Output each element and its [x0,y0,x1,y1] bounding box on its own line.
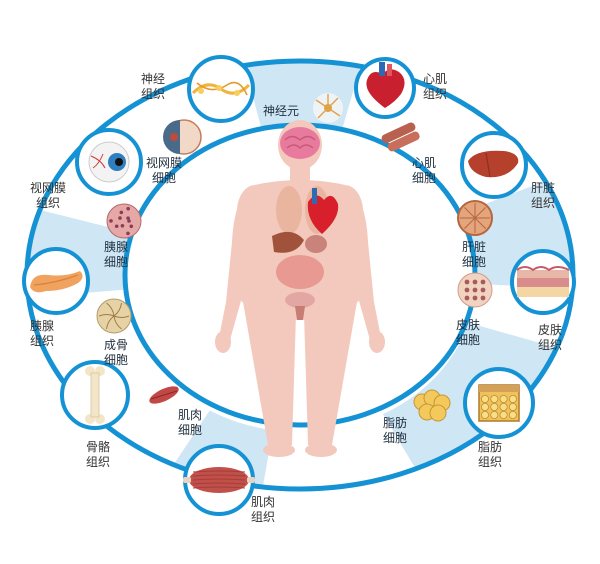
skin-cell-icon [457,272,493,308]
lung-left-icon [276,186,302,234]
tissue-label-skin: 皮肤 组织 [538,323,563,352]
cell-label-skincell: 皮肤 细胞 [456,318,481,347]
pancreatic-cell-icon [106,203,142,239]
neuron-icon [313,93,343,123]
cell-label-osteoblast: 成骨 细胞 [104,338,129,367]
organ-liver-icon [272,231,304,253]
human-body-figure [215,120,385,457]
tissue-pancreas [22,247,90,315]
tissue-label-cardiac: 心肌 组织 [423,72,448,101]
tissue-bone [60,360,130,430]
fat-cell-cluster-icon [413,389,451,422]
cell-label-pancreatic: 胰腺 细胞 [104,240,129,269]
cell-icons [96,93,493,422]
cell-label-adipocyte: 脂肪 细胞 [383,416,408,445]
heart-icon [366,62,405,108]
liver-icon [468,150,519,178]
tissue-label-muscle: 肌肉 组织 [251,495,276,524]
organ-stomach-icon [305,235,327,253]
tissue-label-fat: 脂肪 组织 [478,440,503,469]
skin-layers-icon [516,266,570,297]
eyeball-icon [88,141,130,183]
tissue-muscle [183,444,255,516]
organ-intestine-icon [276,255,324,289]
hepatocyte-icon [457,200,493,236]
fat-tissue-block-icon [478,384,520,422]
cell-label-cardiomyocyte: 心肌 细胞 [412,156,437,185]
tissue-skin [510,249,576,315]
tissue-liver [460,131,528,199]
cell-label-retinal: 视网膜 细胞 [146,156,183,185]
tissue-label-liver: 肝脏 组织 [531,181,556,210]
organ-heart-icon [307,195,339,234]
cardiomyocyte-icon [381,122,420,152]
tissue-retina [75,128,143,196]
eye-section-icon [163,119,202,155]
organ-brain-icon [280,127,320,159]
cell-label-hepatocyte: 肝脏 细胞 [462,240,487,269]
tissue-label-pancreas: 胰腺 组织 [30,319,55,348]
tissue-cardiac [354,57,416,119]
pancreas-icon [30,271,83,293]
cell-label-myocyte: 肌肉 细胞 [178,408,203,437]
muscle-cell-icon [149,386,179,404]
organ-bladder-icon [285,292,315,308]
tissue-circles [22,55,576,516]
muscle-icon [183,467,255,493]
bone-icon [85,366,105,424]
tissue-nerve [187,55,255,123]
cell-label-neuron: 神经元 [263,104,300,118]
nerve-fibers-icon [191,81,251,96]
tissue-label-retina: 视网膜 组织 [30,181,67,210]
tissue-label-nerve: 神经 组织 [141,72,166,101]
osteoblast-icon [96,298,132,334]
tissue-fat [463,367,535,439]
tissue-label-bone: 骨骼 组织 [86,440,111,469]
